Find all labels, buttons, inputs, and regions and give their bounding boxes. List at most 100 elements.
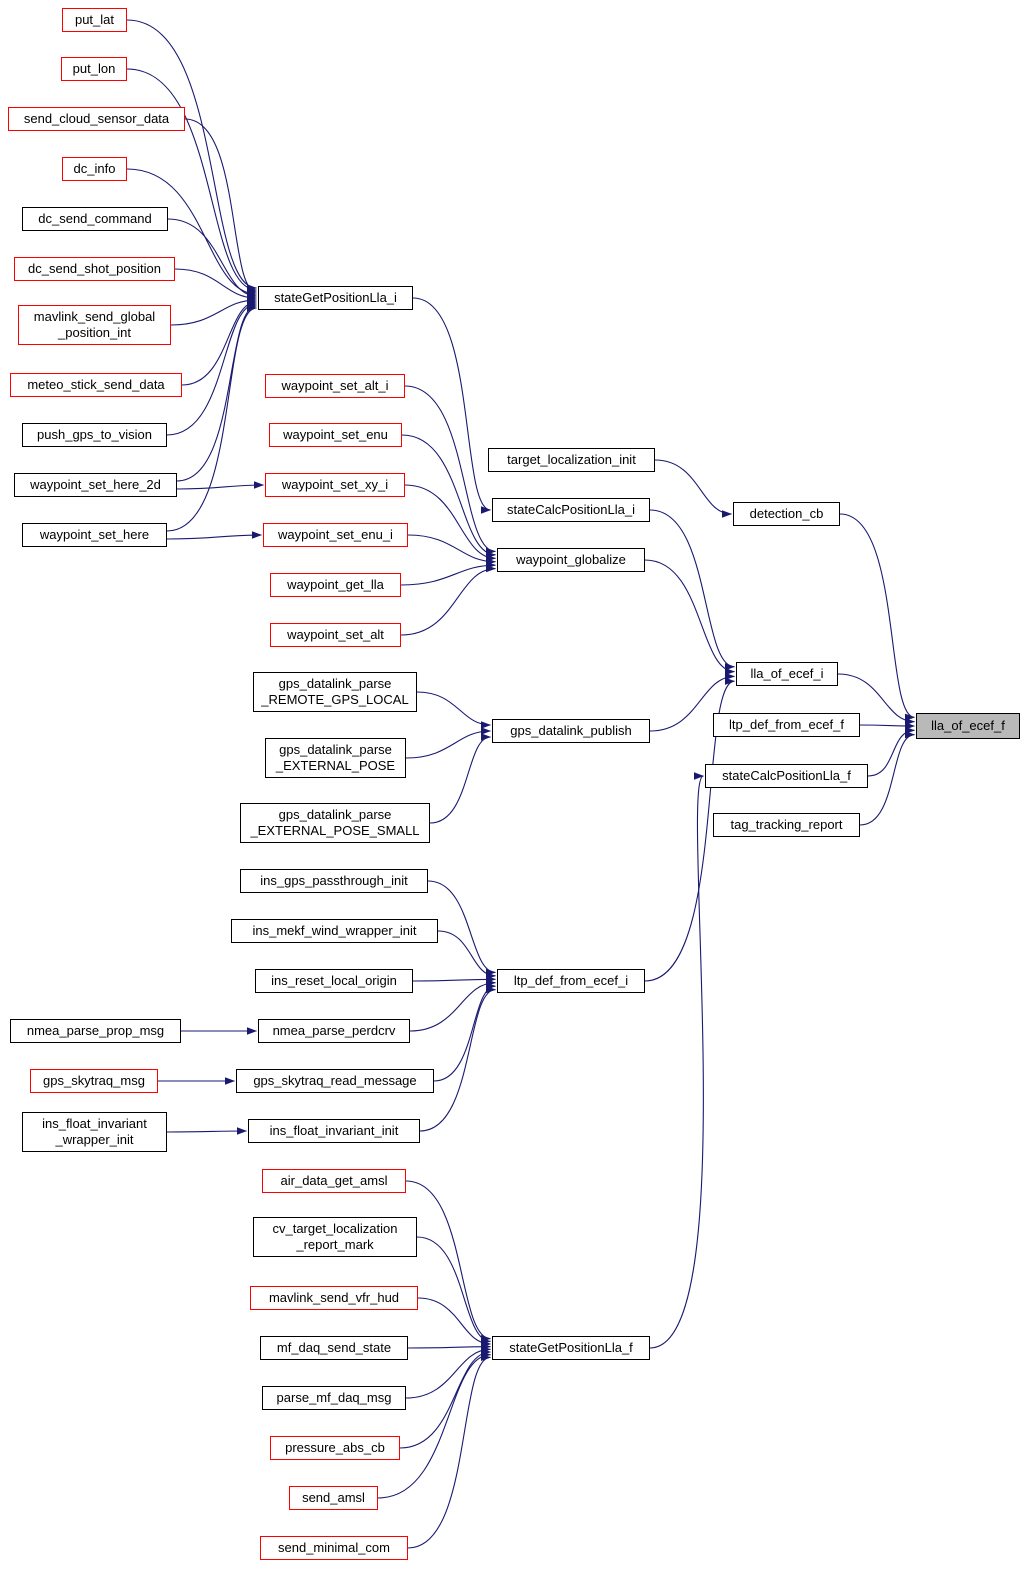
node-ins_reset_local_origin[interactable]: ins_reset_local_origin	[255, 969, 413, 993]
node-waypoint_set_here_2d[interactable]: waypoint_set_here_2d	[14, 473, 177, 497]
call-edge-pressure_abs_cb-to-stateGetPositionLla_f	[399, 1348, 491, 1449]
node-ins_gps_passthrough_init[interactable]: ins_gps_passthrough_init	[240, 869, 428, 893]
call-edge-waypoint_set_here-to-stateGetPositionLla_i	[166, 304, 257, 532]
node-mf_daq_send_state[interactable]: mf_daq_send_state	[260, 1336, 408, 1360]
call-edge-cv_target_localization_report_mark-to-stateGetPositionLla_f	[416, 1236, 491, 1345]
node-lla_of_ecef_i[interactable]: lla_of_ecef_i	[736, 662, 838, 686]
call-edge-stateCalcPositionLla_i-to-lla_of_ecef_i	[649, 509, 735, 671]
node-send_minimal_com[interactable]: send_minimal_com	[260, 1536, 408, 1560]
call-edge-send_minimal_com-to-stateGetPositionLla_f	[407, 1353, 491, 1549]
call-edge-gps_datalink_parse_remote_gps_local-to-gps_datalink_publish	[416, 691, 491, 729]
call-edge-waypoint_set_enu-to-waypoint_globalize	[401, 434, 496, 559]
call-edge-waypoint_set_here_2d-to-stateGetPositionLla_i	[176, 302, 257, 482]
call-edge-ins_float_invariant_init-to-ltp_def_from_ecef_i	[419, 985, 496, 1132]
node-label: mavlink_send_vfr_hud	[268, 1290, 400, 1305]
node-waypoint_set_here[interactable]: waypoint_set_here	[22, 523, 167, 547]
node-label: waypoint_set_here_2d	[30, 477, 161, 492]
call-edge-dc_send_command-to-stateGetPositionLla_i	[167, 218, 257, 300]
node-stateCalcPositionLla_i[interactable]: stateCalcPositionLla_i	[492, 498, 650, 522]
node-stateGetPositionLla_i[interactable]: stateGetPositionLla_i	[258, 286, 413, 310]
node-send_amsl[interactable]: send_amsl	[289, 1486, 378, 1510]
call-edge-gps_skytraq_read_message-to-ltp_def_from_ecef_i	[433, 982, 496, 1082]
node-pressure_abs_cb[interactable]: pressure_abs_cb	[270, 1436, 400, 1460]
node-label: stateCalcPositionLla_i	[507, 502, 635, 517]
call-edge-stateCalcPositionLla_f-to-lla_of_ecef_f	[867, 726, 915, 777]
node-tag_tracking_report[interactable]: tag_tracking_report	[713, 813, 860, 837]
call-edge-waypoint_set_here_2d-to-waypoint_set_xy_i	[176, 481, 264, 490]
node-stateGetPositionLla_f[interactable]: stateGetPositionLla_f	[492, 1336, 650, 1360]
node-target_localization_init[interactable]: target_localization_init	[488, 448, 655, 472]
node-put_lat[interactable]: put_lat	[62, 8, 127, 32]
node-label: gps_datalink_parse	[278, 807, 392, 822]
node-label: stateGetPositionLla_i	[274, 290, 397, 305]
call-edge-waypoint_set_alt-to-waypoint_globalize	[400, 564, 496, 636]
node-meteo_stick_send_data[interactable]: meteo_stick_send_data	[10, 373, 182, 397]
node-waypoint_get_lla[interactable]: waypoint_get_lla	[270, 573, 401, 597]
node-label: _EXTERNAL_POSE_SMALL	[250, 823, 420, 838]
node-label: send_amsl	[302, 1490, 365, 1505]
call-edge-send_cloud_sensor_data-to-stateGetPositionLla_i	[184, 118, 257, 296]
node-waypoint_set_xy_i[interactable]: waypoint_set_xy_i	[265, 473, 405, 497]
call-edge-ltp_def_from_ecef_f-to-lla_of_ecef_f	[859, 722, 915, 730]
call-edge-waypoint_set_alt_i-to-waypoint_globalize	[404, 385, 496, 556]
node-cv_target_localization_report_mark[interactable]: cv_target_localization_report_mark	[253, 1217, 417, 1257]
node-dc_send_shot_position[interactable]: dc_send_shot_position	[14, 257, 175, 281]
node-send_cloud_sensor_data[interactable]: send_cloud_sensor_data	[8, 107, 185, 131]
node-waypoint_set_alt[interactable]: waypoint_set_alt	[270, 623, 401, 647]
node-label: gps_datalink_publish	[510, 723, 632, 738]
node-ins_float_invariant_init[interactable]: ins_float_invariant_init	[248, 1119, 420, 1143]
node-waypoint_set_enu[interactable]: waypoint_set_enu	[269, 423, 402, 447]
node-ins_mekf_wind_wrapper_init[interactable]: ins_mekf_wind_wrapper_init	[231, 919, 438, 943]
node-gps_datalink_publish[interactable]: gps_datalink_publish	[492, 719, 650, 743]
node-label: waypoint_set_alt	[287, 627, 384, 642]
node-stateCalcPositionLla_f[interactable]: stateCalcPositionLla_f	[705, 764, 868, 788]
node-mavlink_send_global_position_int[interactable]: mavlink_send_global_position_int	[18, 305, 171, 345]
node-lla_of_ecef_f: lla_of_ecef_f	[916, 713, 1020, 739]
call-edge-put_lat-to-stateGetPositionLla_i	[126, 19, 257, 292]
node-label: nmea_parse_perdcrv	[272, 1023, 396, 1038]
node-gps_datalink_parse_remote_gps_local[interactable]: gps_datalink_parse_REMOTE_GPS_LOCAL	[253, 672, 417, 712]
node-push_gps_to_vision[interactable]: push_gps_to_vision	[22, 423, 167, 447]
node-waypoint_set_enu_i[interactable]: waypoint_set_enu_i	[263, 523, 408, 547]
call-edge-mf_daq_send_state-to-stateGetPositionLla_f	[407, 1342, 491, 1351]
node-label: parse_mf_daq_msg	[276, 1390, 392, 1405]
node-air_data_get_amsl[interactable]: air_data_get_amsl	[262, 1169, 406, 1193]
call-edge-gps_datalink_parse_external_pose_small-to-gps_datalink_publish	[429, 733, 491, 824]
node-nmea_parse_perdcrv[interactable]: nmea_parse_perdcrv	[258, 1019, 410, 1043]
node-label: waypoint_globalize	[516, 552, 626, 567]
node-ltp_def_from_ecef_f[interactable]: ltp_def_from_ecef_f	[713, 713, 860, 737]
node-label: mavlink_send_global	[33, 309, 156, 324]
node-waypoint_set_alt_i[interactable]: waypoint_set_alt_i	[265, 374, 405, 398]
node-gps_skytraq_msg[interactable]: gps_skytraq_msg	[30, 1069, 158, 1093]
node-dc_info[interactable]: dc_info	[62, 157, 127, 181]
call-edge-send_amsl-to-stateGetPositionLla_f	[377, 1351, 491, 1499]
node-label: ins_float_invariant_init	[269, 1123, 399, 1138]
node-label: dc_send_command	[38, 211, 152, 226]
node-ltp_def_from_ecef_i[interactable]: ltp_def_from_ecef_i	[497, 969, 645, 993]
node-parse_mf_daq_msg[interactable]: parse_mf_daq_msg	[262, 1386, 406, 1410]
node-ins_float_invariant_wrapper_init[interactable]: ins_float_invariant_wrapper_init	[22, 1112, 167, 1152]
node-put_lon[interactable]: put_lon	[61, 57, 127, 81]
node-label: detection_cb	[749, 506, 824, 521]
node-gps_skytraq_read_message[interactable]: gps_skytraq_read_message	[236, 1069, 434, 1093]
node-label: send_cloud_sensor_data	[23, 111, 170, 126]
node-label: put_lat	[74, 12, 115, 27]
call-edge-mavlink_send_global_position_int-to-stateGetPositionLla_i	[170, 296, 257, 326]
call-edge-ins_float_invariant_wrapper_init-to-ins_float_invariant_init	[166, 1127, 247, 1135]
node-waypoint_globalize[interactable]: waypoint_globalize	[497, 548, 645, 572]
node-label: air_data_get_amsl	[280, 1173, 388, 1188]
node-detection_cb[interactable]: detection_cb	[733, 502, 840, 526]
node-gps_datalink_parse_external_pose_small[interactable]: gps_datalink_parse_EXTERNAL_POSE_SMALL	[240, 803, 430, 843]
node-label: _wrapper_init	[55, 1132, 134, 1147]
node-nmea_parse_prop_msg[interactable]: nmea_parse_prop_msg	[10, 1019, 181, 1043]
node-gps_datalink_parse_external_pose[interactable]: gps_datalink_parse_EXTERNAL_POSE	[265, 738, 406, 778]
node-dc_send_command[interactable]: dc_send_command	[22, 207, 168, 231]
node-label: gps_datalink_parse	[279, 742, 392, 757]
node-label: stateCalcPositionLla_f	[722, 768, 851, 783]
node-label: _REMOTE_GPS_LOCAL	[261, 692, 409, 707]
node-label: tag_tracking_report	[730, 817, 843, 832]
node-label: gps_skytraq_read_message	[253, 1073, 417, 1088]
node-label: ins_mekf_wind_wrapper_init	[252, 923, 417, 938]
call-edge-gps_datalink_parse_external_pose-to-gps_datalink_publish	[405, 727, 491, 759]
node-mavlink_send_vfr_hud[interactable]: mavlink_send_vfr_hud	[250, 1286, 418, 1310]
